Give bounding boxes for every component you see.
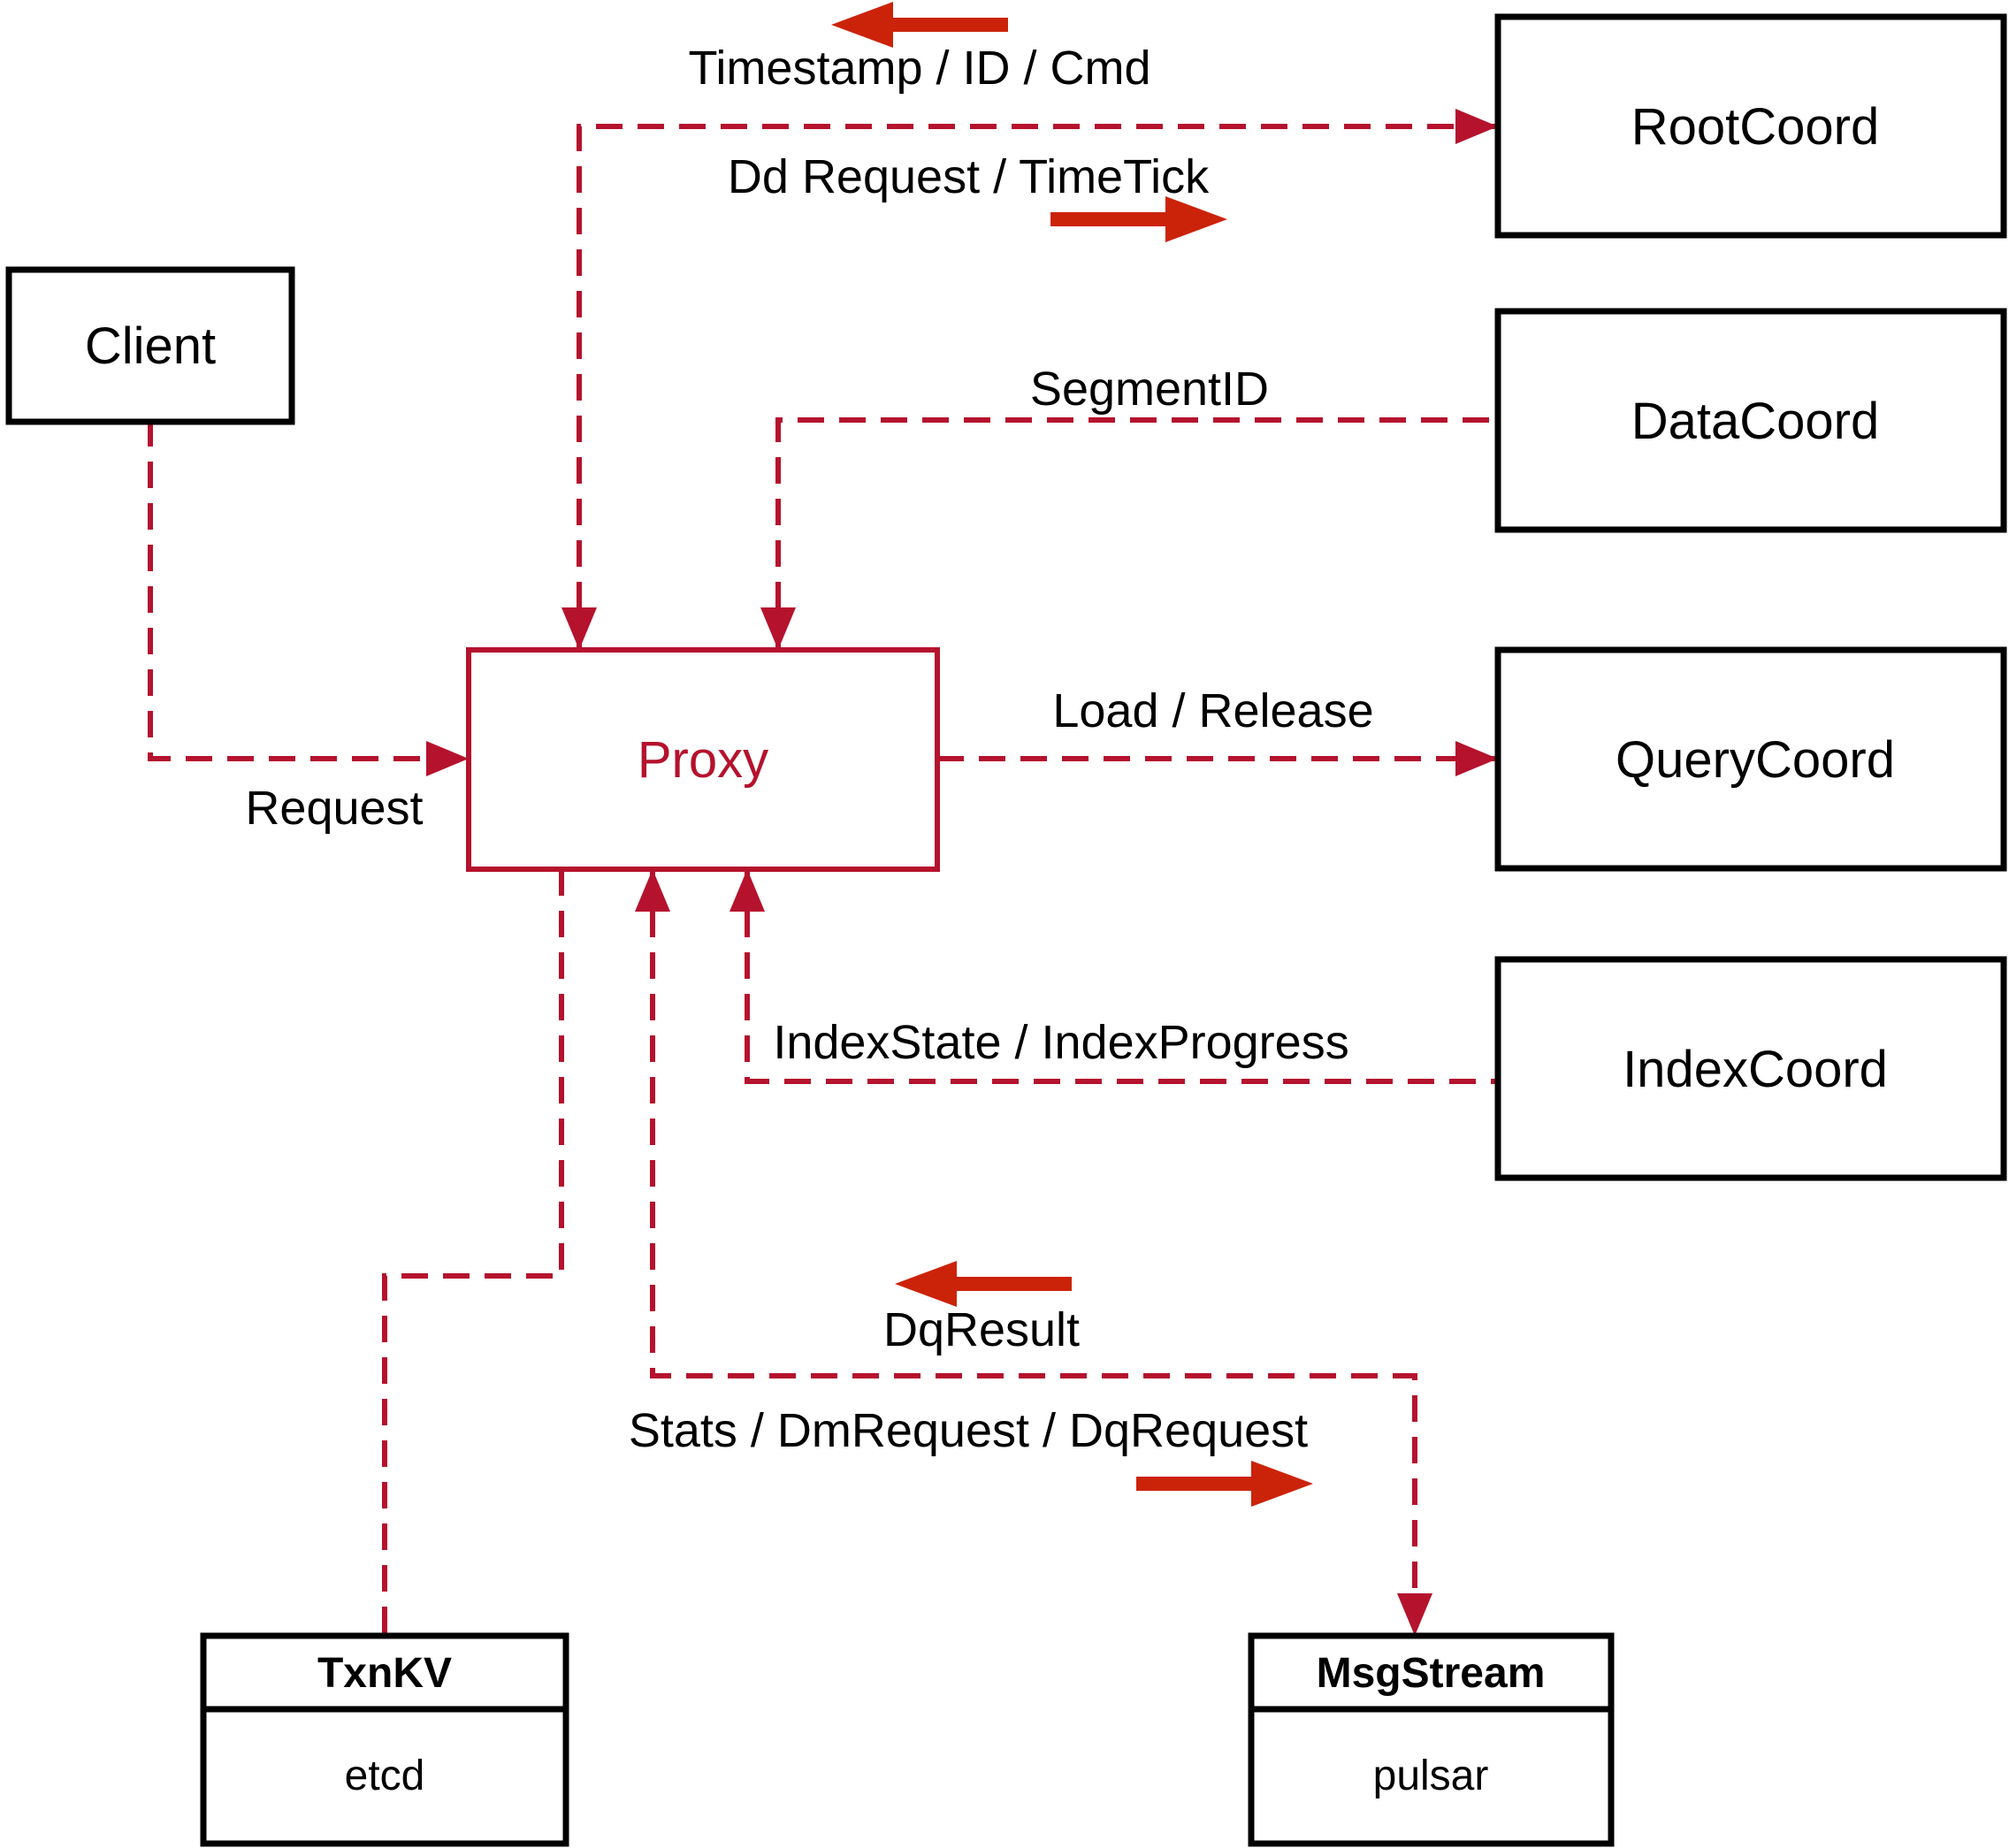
edge-client-proxy-line bbox=[148, 420, 469, 761]
edge-proxy-txnkv-line bbox=[382, 869, 564, 1636]
node-datacoord: DataCoord bbox=[1494, 308, 2007, 533]
direction-arrow-right-stats bbox=[1136, 1461, 1313, 1507]
proxy-box bbox=[466, 647, 940, 872]
datacoord-box bbox=[1494, 308, 2007, 533]
edge-proxy-querycoord bbox=[937, 741, 1498, 776]
node-proxy: Proxy bbox=[466, 647, 940, 872]
edge-label-timestamp-id-cmd: Timestamp / ID / Cmd bbox=[688, 42, 1150, 95]
edge-label-dqresult: DqResult bbox=[883, 1303, 1080, 1356]
direction-arrow-left-timestamp bbox=[831, 2, 1008, 48]
direction-arrow-right-ddrequest bbox=[1050, 196, 1227, 242]
edge-label-load-release: Load / Release bbox=[1052, 684, 1373, 737]
edge-label-segmentid: SegmentID bbox=[1030, 363, 1269, 416]
edge-label-indexstate-indexprogress: IndexState / IndexProgress bbox=[773, 1016, 1348, 1069]
edge-label-request: Request bbox=[245, 782, 423, 835]
edge-client-proxy bbox=[148, 420, 469, 776]
client-box bbox=[5, 266, 295, 425]
edge-indexcoord-proxy bbox=[730, 869, 1498, 1084]
node-rootcoord: RootCoord bbox=[1494, 13, 2007, 239]
edge-indexcoord-proxy-line bbox=[745, 869, 1498, 1084]
txnkv-title: TxnKV bbox=[317, 1650, 452, 1697]
edge-label-stats-dmrequest-dqrequest: Stats / DmRequest / DqRequest bbox=[629, 1404, 1308, 1457]
txnkv-box bbox=[200, 1632, 569, 1847]
node-txnkv: TxnKV etcd bbox=[200, 1632, 569, 1847]
indexcoord-box bbox=[1494, 956, 2007, 1181]
edge-datacoord-proxy-line bbox=[775, 417, 1498, 650]
msgstream-title: MsgStream bbox=[1317, 1650, 1546, 1697]
direction-arrow-left-dqresult bbox=[895, 1261, 1072, 1307]
txnkv-impl: etcd bbox=[345, 1753, 425, 1799]
edge-proxy-rootcoord bbox=[561, 109, 1498, 650]
arrowhead-down-into-proxy-from-datacoord bbox=[760, 607, 796, 650]
edge-proxy-txnkv bbox=[382, 869, 564, 1636]
querycoord-label: QueryCoord bbox=[1616, 731, 1895, 789]
edge-proxy-msgstream bbox=[635, 869, 1432, 1636]
arrowhead-right-into-querycoord bbox=[1455, 741, 1498, 776]
edge-proxy-msgstream-line bbox=[650, 869, 1417, 1636]
datacoord-label: DataCoord bbox=[1631, 393, 1879, 450]
node-client: Client bbox=[5, 266, 295, 425]
msgstream-box bbox=[1248, 1632, 1615, 1847]
indexcoord-label: IndexCoord bbox=[1623, 1041, 1888, 1098]
arrowhead-right-into-rootcoord bbox=[1455, 109, 1498, 144]
edge-label-ddrequest-timetick: Dd Request / TimeTick bbox=[728, 150, 1210, 203]
edge-datacoord-proxy bbox=[760, 417, 1498, 650]
arrowhead-up-into-proxy-from-msgstream bbox=[635, 869, 670, 912]
querycoord-box bbox=[1494, 646, 2007, 872]
arrowhead-down-into-proxy-from-rootcoord bbox=[561, 607, 597, 650]
node-msgstream: MsgStream pulsar bbox=[1248, 1632, 1615, 1847]
arrowhead-down-into-msgstream bbox=[1397, 1593, 1432, 1636]
rootcoord-box bbox=[1494, 13, 2007, 239]
node-indexcoord: IndexCoord bbox=[1494, 956, 2007, 1181]
proxy-label: Proxy bbox=[638, 731, 768, 789]
rootcoord-label: RootCoord bbox=[1631, 98, 1879, 156]
edge-proxy-rootcoord-line bbox=[577, 124, 1498, 650]
client-label: Client bbox=[85, 317, 216, 375]
arrowhead-up-into-proxy-from-indexcoord bbox=[730, 869, 765, 912]
node-querycoord: QueryCoord bbox=[1494, 646, 2007, 872]
arrowhead-right-into-proxy-from-client bbox=[426, 741, 469, 776]
msgstream-impl: pulsar bbox=[1373, 1753, 1489, 1799]
